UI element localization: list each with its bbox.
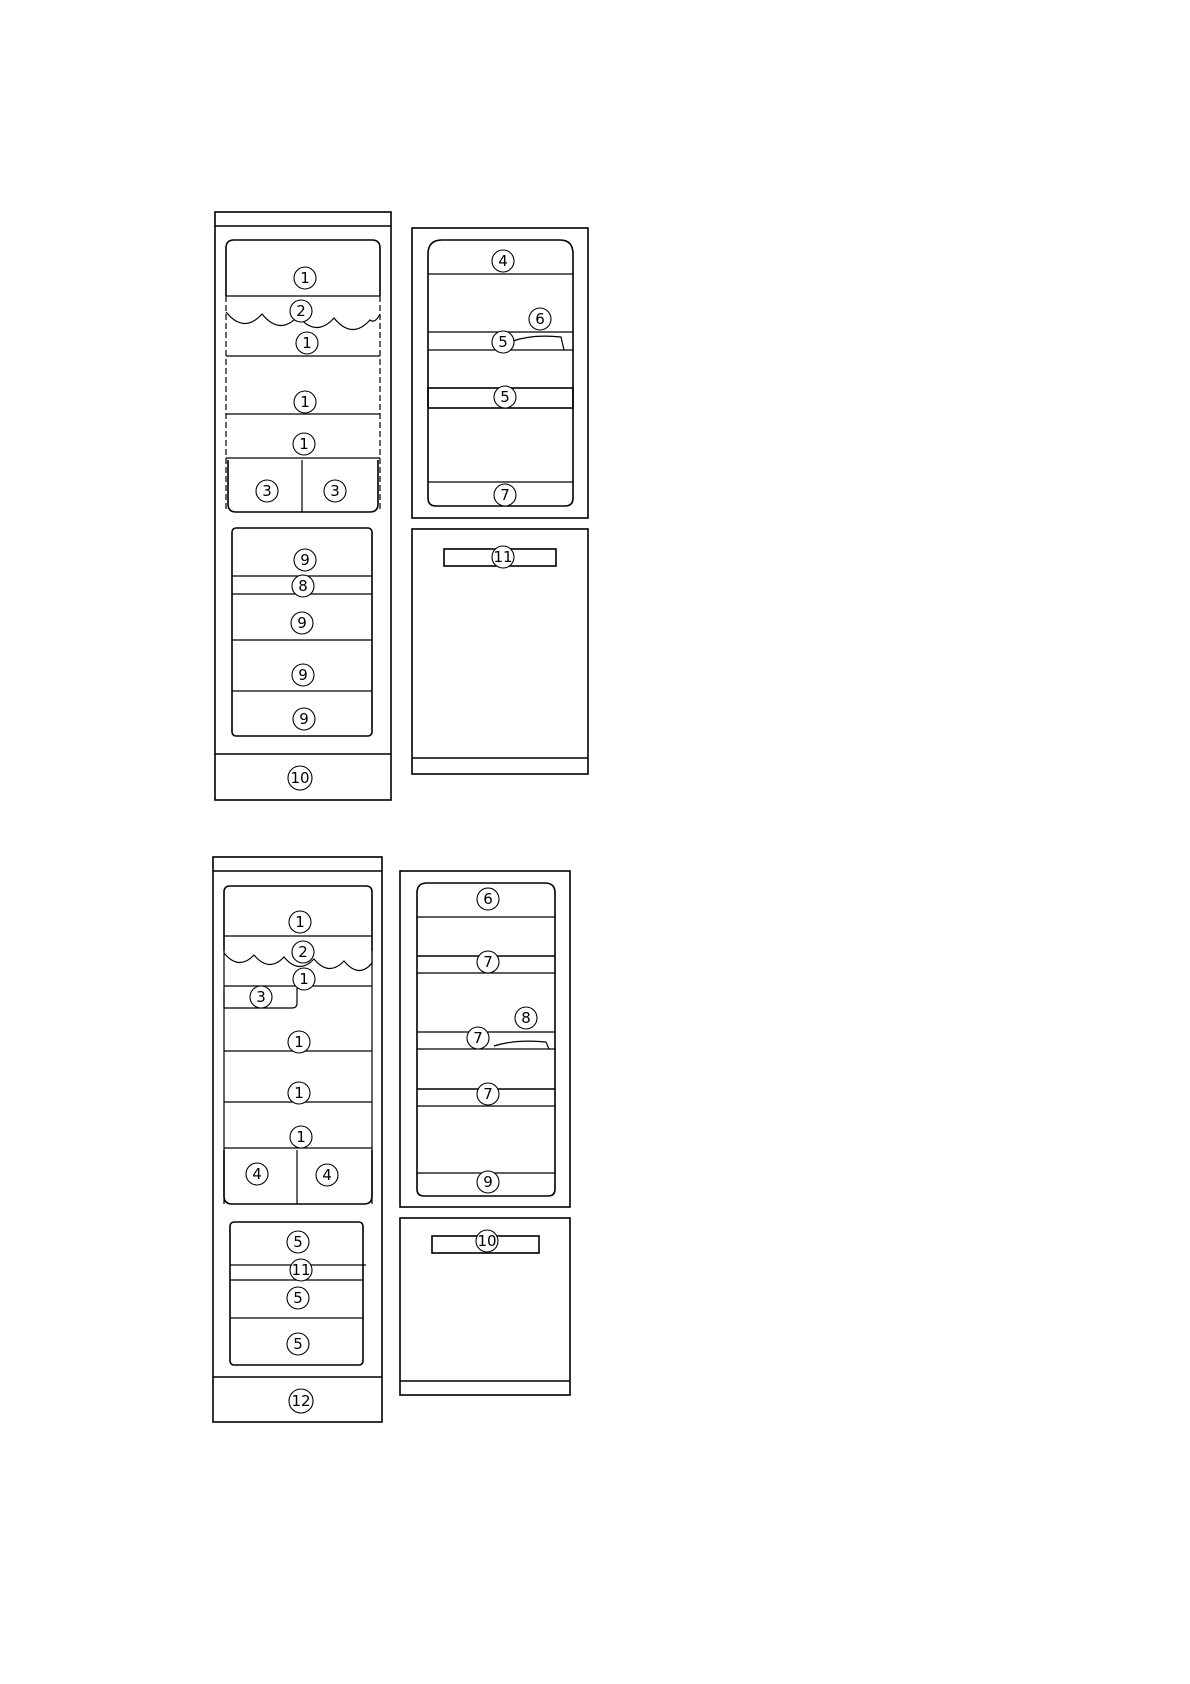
- callout-number: 9: [300, 551, 310, 569]
- figure-a-callout: 9: [290, 611, 314, 635]
- figure-a-cabinet: [214, 211, 392, 801]
- callout-number: 11: [291, 1261, 310, 1279]
- callout-number: 2: [298, 943, 308, 961]
- figure-a-callout: 3: [323, 479, 347, 503]
- figure-b-callout: 5: [286, 1230, 310, 1254]
- figure-b-callout: 4: [315, 1163, 339, 1187]
- figure-b-callout: 4: [245, 1162, 269, 1186]
- figure-a-callout: 1: [292, 432, 316, 456]
- figure-a-callout: 8: [291, 574, 315, 598]
- figure-b-callout: 7: [476, 950, 500, 974]
- callout-number: 11: [493, 548, 512, 566]
- figure-b-callout: 7: [466, 1026, 490, 1050]
- callout-number: 1: [296, 1128, 306, 1146]
- figure-b-callout: 5: [286, 1332, 310, 1356]
- figure-b-callout: 1: [289, 1125, 313, 1149]
- figure-a-callout: 7: [493, 483, 517, 507]
- callout-number: 9: [299, 710, 309, 728]
- callout-number: 5: [293, 1289, 303, 1307]
- figure-a-callout: 3: [255, 479, 279, 503]
- callout-number: 7: [483, 953, 493, 971]
- figure-b-callout: 1: [287, 1030, 311, 1054]
- figure-b-callout: 3: [249, 985, 273, 1009]
- callout-number: 7: [473, 1029, 483, 1047]
- callout-number: 3: [330, 482, 340, 500]
- callout-number: 2: [296, 302, 306, 320]
- callout-number: 7: [483, 1085, 493, 1103]
- callout-number: 1: [302, 334, 312, 352]
- figure-a: 1 2 1 1 1 3 3 4: [214, 211, 589, 801]
- figure-b: 1 2 1 3 1 1 1 4: [212, 856, 571, 1423]
- figure-b-freezer-door: [399, 1217, 571, 1396]
- callout-number: 1: [300, 269, 310, 287]
- figure-b-callout: 9: [476, 1170, 500, 1194]
- callout-number: 3: [262, 482, 272, 500]
- figure-b-callout: 11: [289, 1258, 313, 1282]
- callout-number: 1: [299, 970, 309, 988]
- callout-number: 10: [290, 769, 309, 787]
- figure-b-callout: 1: [288, 910, 312, 934]
- callout-number: 6: [535, 310, 545, 328]
- callout-number: 4: [322, 1166, 332, 1184]
- callout-number: 1: [294, 1084, 304, 1102]
- figure-b-callout: 7: [476, 1082, 500, 1106]
- figure-a-callout: 4: [491, 249, 515, 273]
- figure-a-callout: 2: [289, 299, 313, 323]
- figure-b-fridge-compartment: [223, 885, 373, 1205]
- callout-number: 5: [293, 1335, 303, 1353]
- figure-b-callout: 10: [475, 1229, 499, 1253]
- figure-a-fridge-door: [411, 227, 589, 519]
- figure-b-callout: 12: [288, 1388, 314, 1414]
- figure-a-callout: 1: [295, 331, 319, 355]
- callout-number: 1: [294, 1033, 304, 1051]
- callout-number: 8: [521, 1009, 531, 1027]
- callout-number: 9: [483, 1173, 493, 1191]
- callout-number: 1: [300, 393, 310, 411]
- figure-b-callout: 1: [287, 1081, 311, 1105]
- figure-a-callout: 11: [491, 545, 515, 569]
- figure-a-callout: 6: [528, 307, 552, 331]
- figure-a-callout: 9: [292, 707, 316, 731]
- callout-number: 8: [298, 577, 308, 595]
- callout-number: 9: [297, 614, 307, 632]
- callout-number: 3: [256, 988, 266, 1006]
- figure-a-callout: 1: [293, 266, 317, 290]
- figure-a-callout: 5: [493, 385, 517, 409]
- figure-a-callout: 10: [287, 765, 313, 791]
- callout-number: 10: [477, 1232, 496, 1250]
- callout-number: 4: [252, 1165, 262, 1183]
- callout-number: 12: [291, 1392, 310, 1410]
- figure-b-callout: 5: [286, 1286, 310, 1310]
- figure-a-callout: 9: [293, 548, 317, 572]
- callout-number: 4: [498, 252, 508, 270]
- figure-b-callout: 6: [476, 887, 500, 911]
- callout-number: 5: [500, 388, 510, 406]
- figure-a-callout: 9: [291, 663, 315, 687]
- figure-b-callout: 1: [292, 967, 316, 991]
- figure-b-callout: 8: [514, 1006, 538, 1030]
- callout-number: 9: [298, 666, 308, 684]
- figure-a-callout: 5: [491, 330, 515, 354]
- figure-a-callout: 1: [293, 390, 317, 414]
- callout-number: 1: [295, 913, 305, 931]
- callout-number: 1: [299, 435, 309, 453]
- callout-number: 6: [483, 890, 493, 908]
- figure-a-fridge-compartment: [225, 239, 381, 513]
- figure-b-cabinet: [212, 856, 383, 1423]
- callout-number: 5: [498, 333, 508, 351]
- callout-number: 5: [293, 1233, 303, 1251]
- figure-b-callout: 2: [291, 940, 315, 964]
- callout-number: 7: [500, 486, 510, 504]
